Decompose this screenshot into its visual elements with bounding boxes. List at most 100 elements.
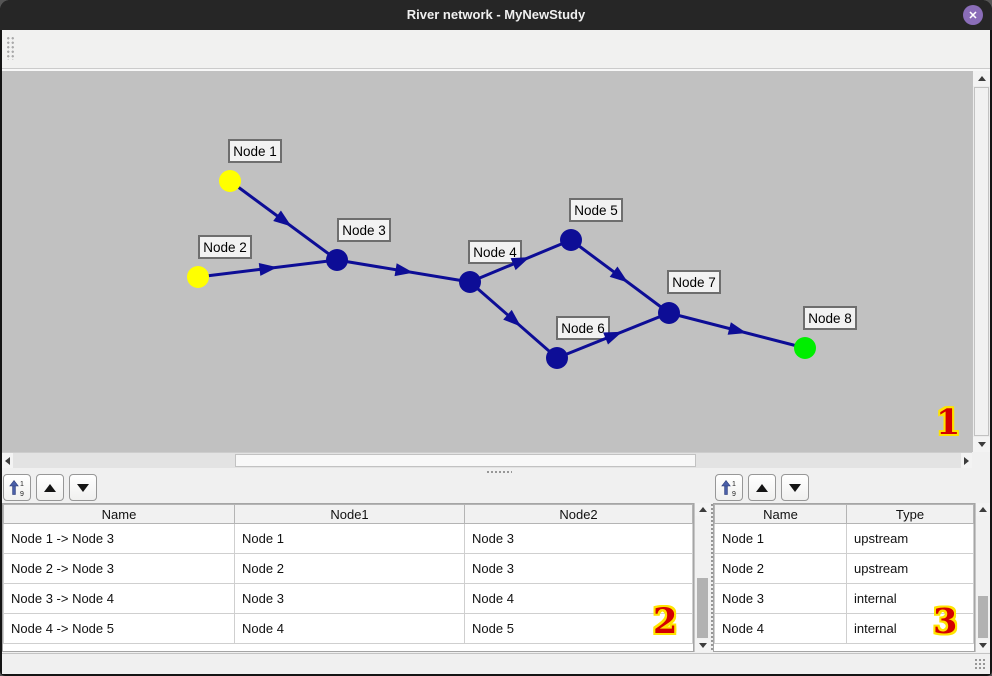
network-node[interactable] [219, 170, 241, 192]
links-table-scrollbar[interactable] [694, 503, 710, 652]
links-sort-button[interactable]: 1 9 [3, 474, 31, 501]
sort-ascending-icon: 1 9 [9, 479, 24, 497]
node-label-box [198, 235, 252, 259]
canvas-horizontal-scrollbar[interactable] [2, 452, 972, 468]
cell-link-name[interactable]: Node 2 -> Node 3 [3, 553, 235, 584]
cell-link-name[interactable]: Node 4 -> Node 5 [3, 613, 235, 644]
table-row[interactable]: Node 2 -> Node 3 Node 2 Node 3 [3, 553, 693, 584]
edge-arrowhead [273, 210, 292, 227]
scrollbar-thumb[interactable] [974, 87, 989, 436]
svg-text:1: 1 [20, 481, 24, 488]
scroll-down-button[interactable] [973, 437, 990, 452]
edge-arrowhead [394, 263, 414, 277]
resize-grip[interactable] [974, 658, 987, 671]
column-header-type[interactable]: Type [846, 504, 974, 524]
column-header-node2[interactable]: Node2 [464, 504, 693, 524]
cell-node-name[interactable]: Node 3 [714, 583, 847, 614]
table-row[interactable]: Node 1 upstream [714, 523, 974, 554]
cell-node-type[interactable]: upstream [846, 553, 974, 584]
scroll-right-button[interactable] [961, 453, 972, 468]
cell-node2[interactable]: Node 4 [464, 583, 693, 614]
edge-arrowhead [609, 266, 629, 283]
column-header-name[interactable]: Name [714, 504, 847, 524]
cell-node-type[interactable]: internal [846, 583, 974, 614]
cell-node2[interactable]: Node 3 [464, 553, 693, 584]
canvas-vertical-scrollbar[interactable] [972, 71, 990, 452]
cell-node1[interactable]: Node 2 [234, 553, 465, 584]
table-row[interactable]: Node 3 internal [714, 583, 974, 614]
scroll-up-button[interactable] [695, 503, 710, 516]
node-label-box [337, 218, 391, 242]
cell-node1[interactable]: Node 3 [234, 583, 465, 614]
node-label-text: Node 7 [672, 275, 716, 290]
annotation-marker-2: 2 [653, 601, 678, 642]
triangle-down-icon [698, 643, 707, 648]
cell-node1[interactable]: Node 4 [234, 613, 465, 644]
column-header-name[interactable]: Name [3, 504, 235, 524]
pane-splitter-handle[interactable] [486, 470, 512, 474]
node-label-box [556, 316, 610, 340]
scroll-up-button[interactable] [976, 503, 990, 516]
table-row[interactable]: Node 3 -> Node 4 Node 3 Node 4 [3, 583, 693, 614]
nodes-table-scrollbar[interactable] [975, 503, 990, 652]
links-table-grid: Name Node1 Node2 Node 1 -> Node 3 Node 1… [3, 504, 693, 644]
network-node[interactable] [459, 271, 481, 293]
links-move-down-button[interactable] [69, 474, 97, 501]
table-header-row: Name Node1 Node2 [3, 504, 693, 524]
network-node[interactable] [794, 337, 816, 359]
scroll-down-button[interactable] [695, 639, 710, 652]
cell-node-name[interactable]: Node 2 [714, 553, 847, 584]
node-label-text: Node 8 [808, 311, 852, 326]
scroll-down-button[interactable] [976, 639, 990, 652]
triangle-up-icon [698, 507, 707, 512]
links-move-up-button[interactable] [36, 474, 64, 501]
status-bar [2, 653, 990, 674]
annotation-marker-1: 1 [936, 402, 961, 443]
scrollbar-thumb[interactable] [978, 596, 988, 638]
cell-link-name[interactable]: Node 3 -> Node 4 [3, 583, 235, 614]
close-button[interactable]: ✕ [963, 5, 983, 25]
title-bar[interactable]: River network - MyNewStudy ✕ [0, 0, 992, 30]
node-label-box [569, 198, 623, 222]
network-node[interactable] [326, 249, 348, 271]
column-header-node1[interactable]: Node1 [234, 504, 465, 524]
triangle-up-icon [44, 483, 56, 492]
network-node[interactable] [187, 266, 209, 288]
cell-node-type[interactable]: internal [846, 613, 974, 644]
cell-node2[interactable]: Node 5 [464, 613, 693, 644]
scrollbar-thumb[interactable] [235, 454, 696, 467]
table-row[interactable]: Node 2 upstream [714, 553, 974, 584]
nodes-move-up-button[interactable] [748, 474, 776, 501]
cell-node-name[interactable]: Node 4 [714, 613, 847, 644]
network-node[interactable] [658, 302, 680, 324]
triangle-up-icon [977, 76, 986, 81]
tables-splitter-handle[interactable] [710, 503, 713, 652]
cell-node-type[interactable]: upstream [846, 523, 974, 554]
table-row[interactable]: Node 4 internal [714, 613, 974, 644]
table-row[interactable]: Node 4 -> Node 5 Node 4 Node 5 [3, 613, 693, 644]
edge-arrowhead [510, 257, 530, 271]
scroll-up-button[interactable] [973, 71, 990, 86]
cell-link-name[interactable]: Node 1 -> Node 3 [3, 523, 235, 554]
svg-text:9: 9 [732, 491, 736, 497]
nodes-table: Name Type Node 1 upstream Node 2 upstrea… [713, 503, 975, 652]
cell-node1[interactable]: Node 1 [234, 523, 465, 554]
toolbar-separator [2, 69, 990, 71]
nodes-move-down-button[interactable] [781, 474, 809, 501]
scroll-left-button[interactable] [2, 453, 13, 468]
network-node[interactable] [560, 229, 582, 251]
toolbar-grip-handle[interactable] [6, 36, 15, 60]
scrollbar-thumb[interactable] [697, 578, 708, 638]
cell-node2[interactable]: Node 3 [464, 523, 693, 554]
network-node[interactable] [546, 347, 568, 369]
edge-arrowhead [603, 331, 623, 345]
table-row[interactable]: Node 1 -> Node 3 Node 1 Node 3 [3, 523, 693, 554]
cell-node-name[interactable]: Node 1 [714, 523, 847, 554]
node-label-box [667, 270, 721, 294]
main-toolbar [2, 30, 990, 86]
nodes-sort-button[interactable]: 1 9 [715, 474, 743, 501]
close-icon: ✕ [968, 9, 978, 22]
svg-text:1: 1 [732, 481, 736, 488]
